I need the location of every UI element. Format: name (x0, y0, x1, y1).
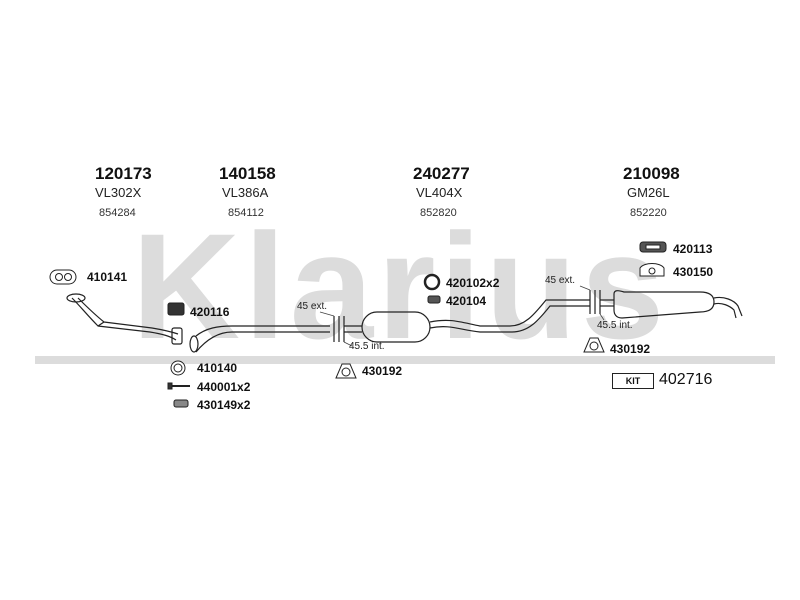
ring-icon (170, 360, 186, 376)
fitting-label: 420113 (673, 242, 713, 256)
fitting-label: 440001x2 (197, 380, 251, 394)
fitting-label: 410140 (197, 361, 238, 375)
measurement-label: 45.5 int. (349, 341, 385, 352)
fitting-label: 430149x2 (197, 398, 251, 412)
fitting-label: 420104 (446, 294, 487, 308)
oem-number: 854112 (228, 207, 264, 219)
kit-number: 402716 (659, 371, 713, 388)
part-number: 210098 (623, 164, 680, 183)
part-number: 140158 (219, 164, 276, 183)
leader-line (319, 311, 335, 317)
fitting-label: 430192 (362, 364, 403, 378)
ring-icon (423, 273, 441, 291)
clamp-icon (167, 302, 185, 316)
oem-number: 852820 (420, 207, 457, 219)
part-ref: VL386A (222, 185, 269, 200)
oem-number: 854284 (99, 207, 136, 219)
leader-line (579, 285, 591, 291)
spring-icon (173, 399, 189, 408)
rear-silencer (600, 290, 743, 319)
bolt-icon (167, 382, 190, 390)
gasket-icon (49, 269, 77, 285)
part-number: 120173 (95, 164, 152, 183)
leader-line (343, 341, 353, 347)
bracket-icon (639, 263, 665, 277)
clamp-icon (427, 295, 441, 304)
oem-number: 852220 (630, 207, 667, 219)
centre-silencer (344, 290, 601, 343)
part-ref: GM26L (627, 185, 670, 200)
measurement-label: 45 ext. (297, 301, 328, 312)
part-number: 240277 (413, 164, 470, 183)
rubber-mount-icon (335, 363, 357, 379)
clamp-icon (639, 241, 667, 253)
fitting-label: 420116 (190, 305, 230, 319)
fitting-label: 420102x2 (446, 276, 500, 290)
front-pipe (66, 293, 183, 345)
kit-badge: KIT (612, 373, 654, 389)
fitting-label: 430150 (673, 265, 714, 279)
measurement-label: 45.5 int. (597, 320, 633, 331)
measurement-label: 45 ext. (545, 275, 576, 286)
rubber-mount-icon (583, 337, 605, 353)
leader-line (599, 313, 605, 321)
fitting-label: 430192 (610, 342, 651, 356)
watermark-underline (35, 356, 775, 364)
part-ref: VL404X (416, 185, 463, 200)
fitting-label: 410141 (87, 270, 128, 284)
intermediate-pipe (189, 316, 345, 353)
part-ref: VL302X (95, 185, 142, 200)
